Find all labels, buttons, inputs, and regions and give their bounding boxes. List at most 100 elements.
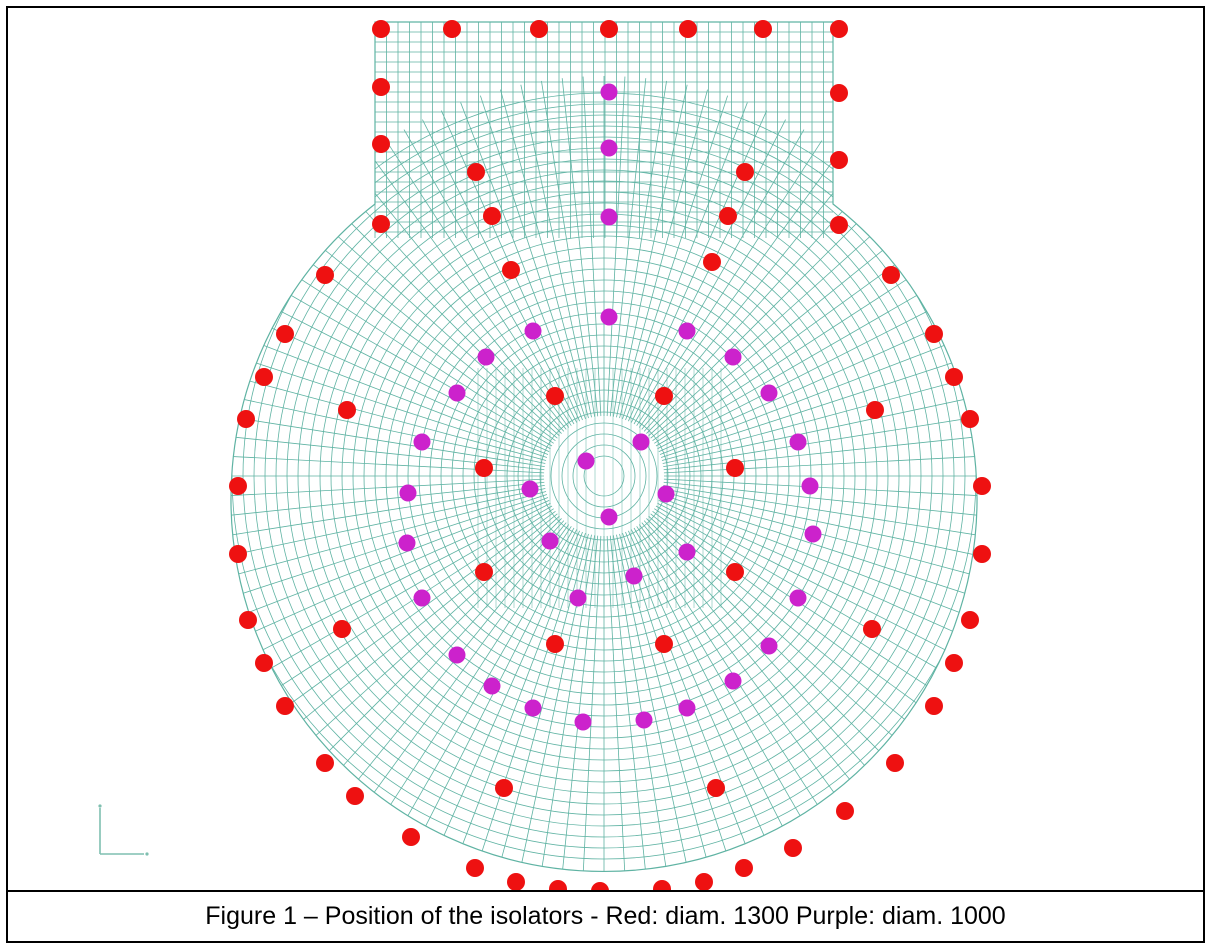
isolator-red xyxy=(237,410,255,428)
isolator-red xyxy=(591,882,609,890)
isolator-red xyxy=(475,563,493,581)
isolator-purple xyxy=(448,646,466,664)
figure-frame: Figure 1 – Position of the isolators - R… xyxy=(6,6,1205,943)
isolator-red xyxy=(695,873,713,890)
red-isolators xyxy=(229,20,991,890)
isolator-red xyxy=(502,261,520,279)
isolator-red xyxy=(443,20,461,38)
isolator-purple xyxy=(760,637,778,655)
isolator-red xyxy=(346,787,364,805)
isolator-red xyxy=(600,20,618,38)
isolator-red xyxy=(754,20,772,38)
isolator-red xyxy=(719,207,737,225)
isolator-red xyxy=(467,163,485,181)
isolator-red xyxy=(239,611,257,629)
isolator-red xyxy=(466,859,484,877)
isolator-red xyxy=(882,266,900,284)
isolator-purple xyxy=(600,208,618,226)
isolator-red xyxy=(973,545,991,563)
isolator-red xyxy=(276,325,294,343)
finite-element-mesh xyxy=(231,22,978,872)
isolator-purple xyxy=(724,672,742,690)
isolator-red xyxy=(372,78,390,96)
purple-isolators xyxy=(398,83,822,731)
isolator-red xyxy=(507,873,525,890)
isolator-red xyxy=(402,828,420,846)
isolator-purple xyxy=(569,589,587,607)
isolator-layout-diagram xyxy=(98,20,991,890)
isolator-purple xyxy=(801,477,819,495)
isolator-red xyxy=(316,266,334,284)
isolator-red xyxy=(333,620,351,638)
isolator-purple xyxy=(448,384,466,402)
isolator-purple xyxy=(724,348,742,366)
isolator-purple xyxy=(574,713,592,731)
isolator-red xyxy=(830,84,848,102)
isolator-purple xyxy=(678,543,696,561)
isolator-red xyxy=(549,880,567,890)
isolator-red xyxy=(703,253,721,271)
isolator-red xyxy=(925,697,943,715)
isolator-red xyxy=(830,20,848,38)
figure-image xyxy=(8,8,1203,890)
isolator-purple xyxy=(657,485,675,503)
isolator-red xyxy=(475,459,493,477)
isolator-red xyxy=(530,20,548,38)
isolator-purple xyxy=(632,433,650,451)
isolator-red xyxy=(945,368,963,386)
isolator-red xyxy=(886,754,904,772)
isolator-red xyxy=(255,368,273,386)
isolator-purple xyxy=(483,677,501,695)
isolator-red xyxy=(830,151,848,169)
isolator-red xyxy=(495,779,513,797)
isolator-purple xyxy=(600,508,618,526)
coordinate-axis-icon xyxy=(98,804,149,856)
isolator-red xyxy=(736,163,754,181)
isolator-purple xyxy=(600,83,618,101)
isolator-red xyxy=(836,802,854,820)
isolator-purple xyxy=(477,348,495,366)
isolator-purple xyxy=(789,433,807,451)
isolator-red xyxy=(255,654,273,672)
isolator-red xyxy=(483,207,501,225)
isolator-purple xyxy=(541,532,559,550)
isolator-red xyxy=(863,620,881,638)
isolator-red xyxy=(372,20,390,38)
isolator-red xyxy=(229,545,247,563)
isolator-red xyxy=(925,325,943,343)
isolator-red xyxy=(546,387,564,405)
mesh-outline xyxy=(230,21,978,872)
isolator-purple xyxy=(678,699,696,717)
isolator-purple xyxy=(524,322,542,340)
isolator-red xyxy=(961,410,979,428)
isolator-red xyxy=(726,459,744,477)
isolator-purple xyxy=(600,139,618,157)
isolator-purple xyxy=(760,384,778,402)
isolator-red xyxy=(735,859,753,877)
isolator-purple xyxy=(804,525,822,543)
isolator-purple xyxy=(398,534,416,552)
isolator-red xyxy=(707,779,725,797)
figure-caption: Figure 1 – Position of the isolators - R… xyxy=(205,902,1006,930)
isolator-purple xyxy=(521,480,539,498)
isolator-red xyxy=(546,635,564,653)
isolator-purple xyxy=(678,322,696,340)
isolator-red xyxy=(653,880,671,890)
isolator-red xyxy=(372,215,390,233)
isolator-purple xyxy=(413,589,431,607)
isolator-red xyxy=(945,654,963,672)
isolator-red xyxy=(229,477,247,495)
isolator-red xyxy=(276,697,294,715)
isolator-red xyxy=(866,401,884,419)
isolator-red xyxy=(726,563,744,581)
caption-row: Figure 1 – Position of the isolators - R… xyxy=(8,890,1203,941)
isolator-purple xyxy=(524,699,542,717)
isolator-red xyxy=(372,135,390,153)
isolator-purple xyxy=(600,308,618,326)
isolator-purple xyxy=(413,433,431,451)
isolator-red xyxy=(679,20,697,38)
isolator-purple xyxy=(399,484,417,502)
isolator-red xyxy=(961,611,979,629)
isolator-red xyxy=(830,216,848,234)
isolator-purple xyxy=(577,452,595,470)
